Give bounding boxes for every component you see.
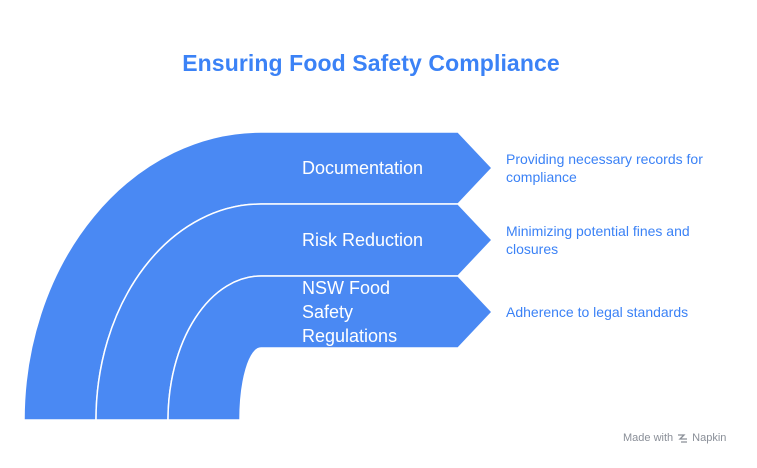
band-label-line: Safety: [302, 302, 354, 322]
description-line: compliance: [506, 169, 577, 185]
description-documentation: Providing necessary records for complian…: [506, 150, 742, 186]
pointer-arrow-2: [483, 235, 490, 245]
napkin-logo-icon: [678, 433, 688, 443]
made-with-credit: Made with Napkin: [623, 432, 726, 444]
band-label-line: Regulations: [302, 326, 398, 346]
description-line: Minimizing potential fines and: [506, 223, 690, 239]
band-nsw-regulations: [167, 275, 494, 421]
description-line: closures: [506, 241, 559, 257]
napkin-brand-text: Napkin: [692, 432, 727, 444]
description-risk-reduction: Minimizing potential fines and closures: [506, 222, 742, 258]
band-label-line: NSW Food: [302, 278, 391, 298]
diagram-title: Ensuring Food Safety Compliance: [182, 50, 560, 76]
band-label-risk-reduction: Risk Reduction: [302, 230, 424, 250]
description-line: Providing necessary records for: [506, 151, 703, 167]
pointer-arrow-3: [483, 307, 490, 317]
description-nsw-regulations: Adherence to legal standards: [506, 303, 742, 321]
band-label-nsw-regulations: NSW Food Safety Regulations: [302, 276, 397, 348]
pointer-arrow-1: [483, 163, 490, 173]
band-label-documentation: Documentation: [302, 158, 424, 178]
description-line: Adherence to legal standards: [506, 304, 689, 320]
made-with-text: Made with: [623, 432, 674, 444]
